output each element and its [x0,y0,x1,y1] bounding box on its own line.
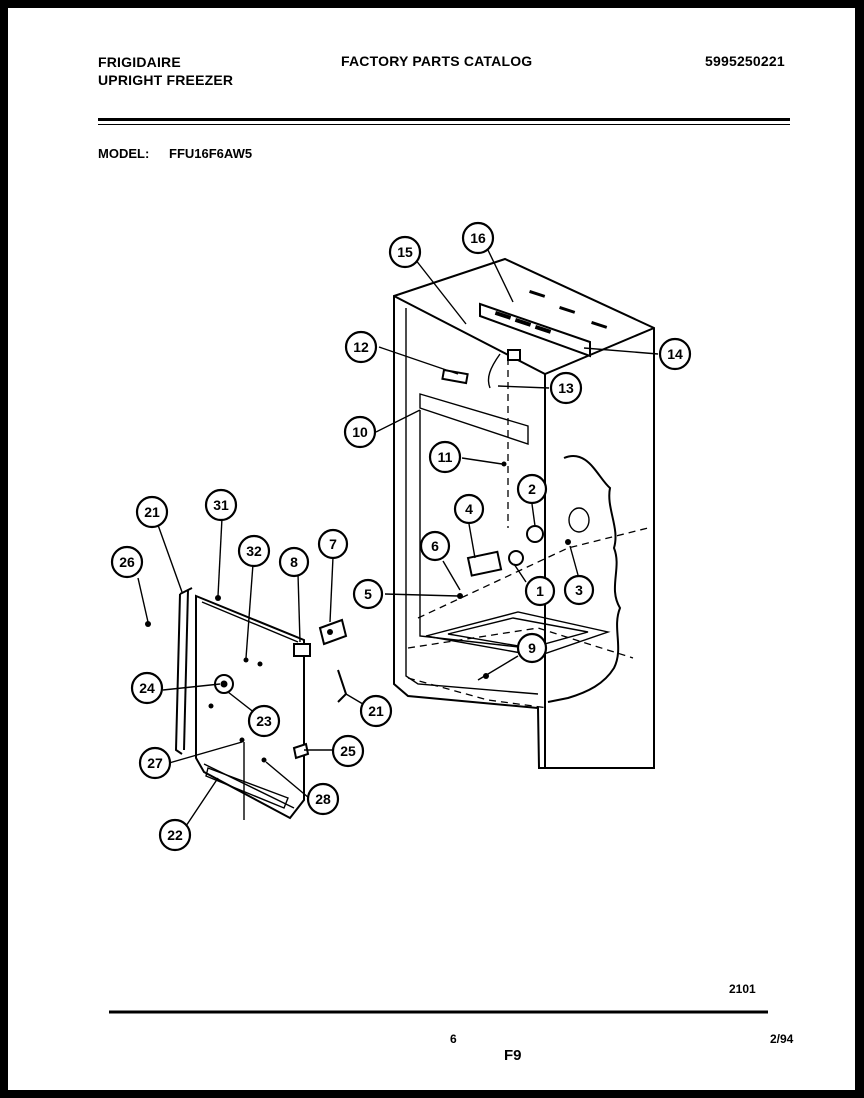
callout-32: 32 [237,534,271,568]
part-callouts: 1 2 3 4 5 6 7 8 9 10 11 12 13 14 15 16 2… [110,221,692,852]
callout-24: 24 [130,671,164,705]
callout-9: 9 [516,632,548,664]
page-number: 6 [450,1032,457,1046]
svg-text:27: 27 [147,755,163,771]
svg-text:22: 22 [167,827,183,843]
callout-14: 14 [658,337,692,371]
svg-text:11: 11 [438,449,453,465]
callout-4: 4 [453,493,485,525]
svg-text:7: 7 [329,536,337,552]
svg-text:15: 15 [397,244,413,260]
product-type: UPRIGHT FREEZER [98,72,234,88]
callout-2: 2 [516,473,548,505]
svg-text:25: 25 [340,743,356,759]
callout-10: 10 [343,415,377,449]
callout-28-label: 28 [315,791,331,807]
svg-text:14: 14 [667,346,683,362]
svg-text:21: 21 [368,703,384,719]
callout-13: 13 [549,371,583,405]
callout-15: 15 [388,235,422,269]
svg-text:4: 4 [465,501,473,517]
callout-26-left: 26 [110,545,144,579]
callout-8: 8 [278,546,310,578]
callout-23: 23 [247,704,281,738]
callout-1: 1 [524,575,556,607]
svg-text:12: 12 [353,339,369,355]
svg-text:3: 3 [575,582,583,598]
svg-text:21: 21 [144,504,160,520]
svg-text:23: 23 [256,713,272,729]
callout-12: 12 [344,330,378,364]
svg-text:31: 31 [213,497,229,513]
svg-text:26: 26 [119,554,135,570]
catalog-number: 5995250221 [705,53,785,69]
catalog-page: FRIGIDAIRE UPRIGHT FREEZER FACTORY PARTS… [8,8,855,1090]
leader-lines [137,247,659,827]
header-rule-thin [98,124,790,125]
callout-21-lower: 21 [359,694,393,728]
callout-3: 3 [563,574,595,606]
revision-date: 2/94 [770,1032,794,1046]
callout-16: 16 [461,221,495,255]
brand-name: FRIGIDAIRE [98,54,181,70]
callout-6: 6 [419,530,451,562]
svg-text:32: 32 [246,543,262,559]
svg-text:2: 2 [528,481,536,497]
exploded-parts-diagram: 1 2 3 4 5 6 7 8 9 10 11 12 13 14 15 16 2… [109,221,768,1014]
svg-text:10: 10 [352,424,368,440]
callout-21-upper: 21 [135,495,169,529]
figure-label: F9 [504,1047,522,1064]
svg-text:16: 16 [470,230,486,246]
cabinet-drawing [393,257,655,769]
callout-31: 31 [204,488,238,522]
callout-28: 28 [306,782,340,816]
callout-11: 11 [428,440,462,474]
callout-5: 5 [352,578,384,610]
svg-text:6: 6 [431,538,439,554]
back-panel-drawing [145,587,348,820]
svg-text:13: 13 [558,380,574,396]
callout-7: 7 [317,528,349,560]
model-number: FFU16F6AW5 [169,146,253,161]
catalog-title: FACTORY PARTS CATALOG [341,53,533,69]
svg-text:24: 24 [139,680,155,696]
callout-25: 25 [331,734,365,768]
callout-22: 22 [158,818,192,852]
svg-text:1: 1 [536,583,544,599]
model-label: MODEL: [98,146,150,161]
diagram-code: 2101 [729,982,756,996]
svg-text:5: 5 [364,586,372,602]
svg-text:9: 9 [528,640,536,656]
header-rule-thick [98,118,790,121]
callout-27: 27 [138,746,172,780]
svg-text:8: 8 [290,554,298,570]
